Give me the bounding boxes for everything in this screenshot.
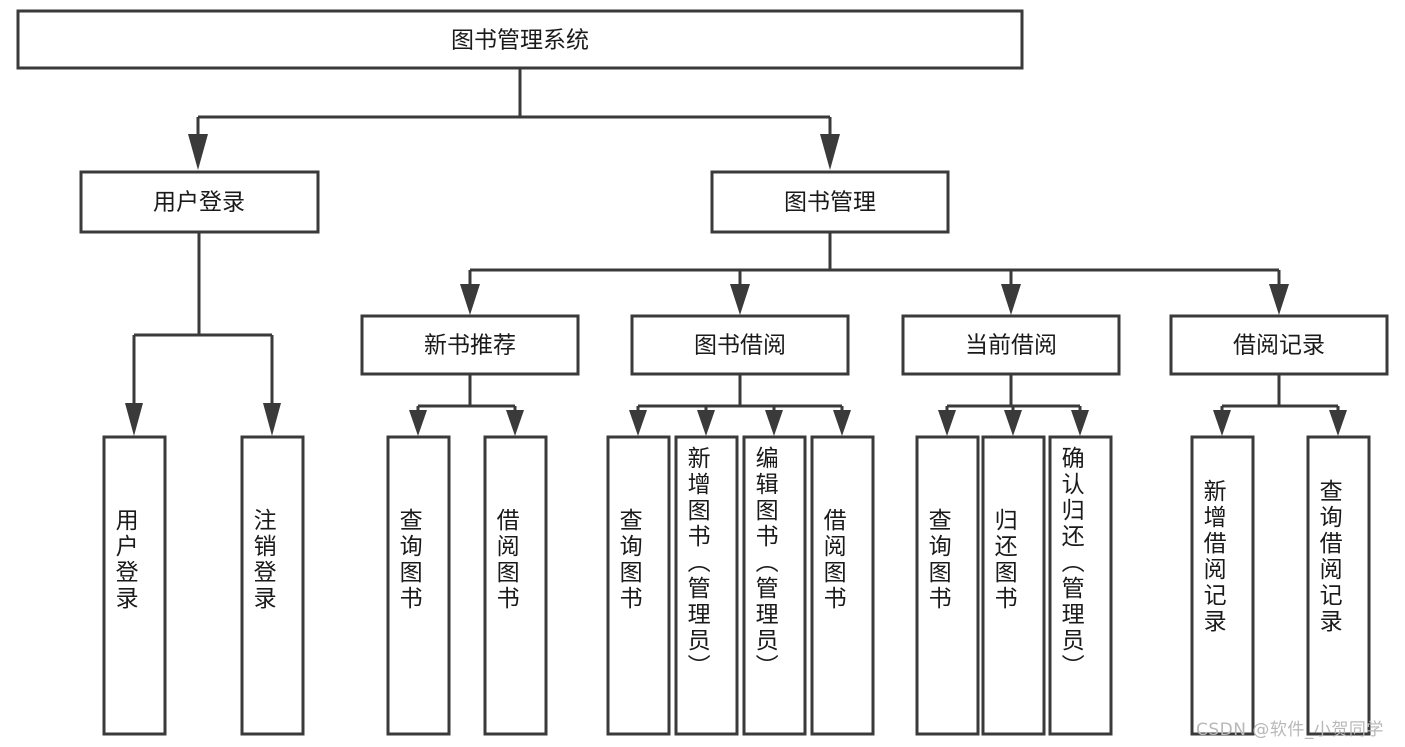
arrow-head-bookborrow-3 (765, 410, 783, 436)
node-box-leaf-return-book[interactable] (981, 435, 1046, 736)
node-box-leaf-add-record[interactable] (1190, 435, 1255, 736)
node-box-leaf-logout[interactable] (240, 435, 305, 736)
node-box-leaf-query-record[interactable] (1306, 435, 1371, 736)
arrow-head-level2-2 (730, 284, 750, 315)
node-box-leaf-borrow-book-1[interactable] (483, 435, 548, 736)
arrow-head-bookborrow-4 (833, 410, 851, 436)
arrow-head-borrowrecord-1 (1213, 410, 1231, 436)
arrow-head-currentborrow-3 (1071, 410, 1089, 436)
arrow-head-bookborrow-2 (697, 410, 715, 436)
node-label-new-book-recommend: 新书推荐 (424, 333, 516, 359)
arrow-head-userlogin-1 (125, 403, 143, 436)
arrow-head-level2-3 (1001, 284, 1021, 315)
node-label-current-borrow: 当前借阅 (965, 333, 1057, 359)
node-box-leaf-query-book-3[interactable] (915, 435, 980, 736)
watermark-text: CSDN @软件_小贺同学 (1196, 720, 1384, 740)
arrow-head-currentborrow-1 (938, 410, 956, 436)
arrow-head-bookborrow-1 (629, 410, 647, 436)
arrow-head-level1-1 (188, 134, 208, 170)
arrow-head-level1-2 (820, 134, 840, 170)
node-label-borrow-record: 借阅记录 (1233, 333, 1325, 359)
node-label-book-manage: 图书管理 (784, 190, 876, 216)
node-label-user-login: 用户登录 (153, 190, 245, 216)
node-box-borrow-record[interactable] (1169, 314, 1389, 376)
arrow-head-userlogin-2 (263, 403, 281, 436)
arrow-head-currentborrow-2 (1004, 410, 1022, 436)
arrow-head-borrowrecord-2 (1329, 410, 1347, 436)
node-box-new-book-recommend[interactable] (360, 314, 580, 376)
arrow-head-newbook-1 (409, 410, 427, 436)
node-box-leaf-user-login[interactable] (102, 435, 167, 736)
node-label-root: 图书管理系统 (451, 28, 589, 54)
arrow-head-newbook-2 (506, 410, 524, 436)
node-label-book-borrow: 图书借阅 (694, 333, 786, 359)
node-box-root[interactable] (16, 9, 1024, 70)
node-box-leaf-edit-book[interactable] (742, 435, 807, 736)
node-box-leaf-confirm-return[interactable] (1048, 435, 1113, 736)
node-box-current-borrow[interactable] (901, 314, 1121, 376)
arrow-head-level2-1 (460, 284, 480, 315)
node-box-leaf-borrow-book-2[interactable] (810, 435, 875, 736)
arrow-head-level2-4 (1269, 284, 1289, 315)
node-box-leaf-query-book-1[interactable] (386, 435, 451, 736)
node-box-book-manage[interactable] (710, 170, 950, 234)
node-box-leaf-add-book[interactable] (674, 435, 739, 736)
node-box-book-borrow[interactable] (630, 314, 850, 376)
node-box-leaf-query-book-2[interactable] (606, 435, 671, 736)
